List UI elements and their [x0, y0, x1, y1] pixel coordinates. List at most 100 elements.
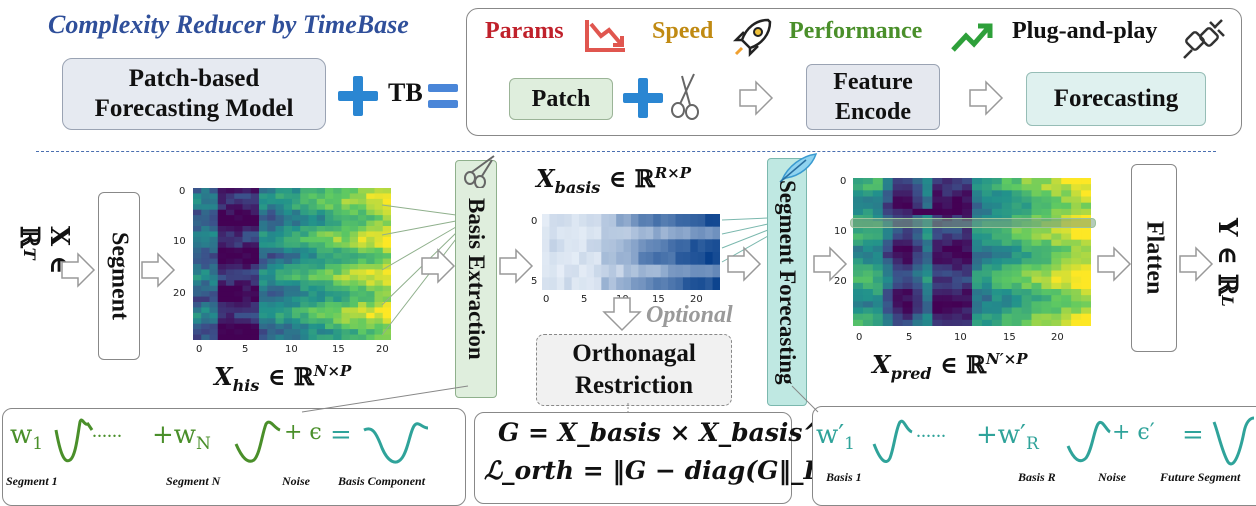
- heatmap-cell: [1061, 295, 1072, 302]
- heatmap-cell: [1011, 208, 1023, 216]
- heatmap-cell: [209, 264, 219, 270]
- heatmap-cell: [668, 252, 676, 266]
- heatmap-cell: [250, 307, 260, 314]
- heatmap-cell: [382, 193, 391, 200]
- heatmap-cell: [349, 236, 359, 243]
- heatmap-cell: [226, 285, 235, 292]
- heatmap-cell: [201, 285, 210, 292]
- heatmap-cell: [872, 190, 884, 197]
- heatmap-cell: [316, 334, 326, 340]
- heatmap-cell: [300, 285, 309, 292]
- heatmap-cell: [862, 252, 874, 259]
- heatmap-cell: [952, 295, 963, 302]
- heatmap-cell: [972, 264, 983, 271]
- heatmap-cell: [292, 329, 301, 336]
- his-xtick-4: 20: [376, 344, 389, 355]
- heatmap-cell: [283, 258, 293, 265]
- heatmap-cell: [697, 252, 706, 266]
- heatmap-cell: [366, 215, 375, 222]
- heatmap-cell: [556, 252, 565, 266]
- heatmap-cell: [308, 264, 318, 270]
- heatmap-cell: [275, 296, 285, 303]
- arrow-icon-1: [61, 252, 96, 288]
- heatmap-cell: [217, 334, 227, 340]
- heatmap-cell: [1001, 301, 1013, 308]
- heatmap-cell: [358, 307, 367, 314]
- x-pred-heatmap: [853, 178, 1091, 326]
- heatmap-cell: [1011, 227, 1023, 234]
- equals-left: =: [330, 420, 352, 450]
- heatmap-cell: [193, 307, 202, 314]
- heatmap-cell: [201, 264, 210, 270]
- heatmap-cell: [1051, 301, 1062, 308]
- caption-noise-right: Noise: [1098, 470, 1126, 484]
- heatmap-cell: [638, 252, 647, 266]
- heatmap-cell: [902, 208, 913, 216]
- heatmap-cell: [872, 184, 884, 191]
- heatmap-cell: [234, 253, 243, 260]
- heatmap-cell: [942, 245, 953, 253]
- heatmap-cell: [922, 282, 933, 290]
- heatmap-cell: [962, 208, 973, 216]
- heatmap-cell: [872, 276, 884, 284]
- heatmap-cell: [1081, 184, 1091, 191]
- heatmap-cell: [1041, 276, 1052, 284]
- heatmap-cell: [853, 227, 864, 234]
- heatmap-cell: [193, 231, 202, 238]
- heatmap-cell: [316, 318, 326, 325]
- heatmap-cell: [623, 226, 632, 240]
- future-segment-curve: [1212, 416, 1255, 466]
- heatmap-cell: [1061, 289, 1072, 296]
- heatmap-cell: [234, 264, 243, 270]
- heatmap-cell: [358, 226, 367, 232]
- heatmap-cell: [1081, 276, 1091, 284]
- heatmap-cell: [382, 285, 391, 292]
- heatmap-cell: [217, 198, 227, 205]
- heatmap-cell: [325, 220, 334, 227]
- heatmap-cell: [853, 319, 864, 326]
- heatmap-cell: [690, 214, 699, 228]
- tb-label: TB: [388, 78, 423, 107]
- heatmap-cell: [242, 269, 252, 276]
- heatmap-cell: [358, 280, 367, 287]
- heatmap-cell: [972, 301, 983, 308]
- heatmap-cell: [366, 209, 375, 216]
- heatmap-cell: [902, 245, 913, 253]
- heatmap-cell: [1021, 190, 1032, 197]
- optional-label: Optional: [646, 302, 733, 328]
- heatmap-cell: [209, 188, 219, 194]
- heatmap-cell: [374, 323, 384, 330]
- heatmap-cell: [991, 202, 1003, 210]
- heatmap-cell: [1071, 252, 1082, 259]
- heatmap-cell: [382, 226, 391, 232]
- heatmap-cell: [358, 274, 367, 281]
- heatmap-cell: [892, 282, 904, 290]
- heatmap-cell: [267, 264, 276, 270]
- heatmap-cell: [358, 323, 367, 330]
- heatmap-cell: [564, 214, 573, 228]
- heatmap-cell: [358, 231, 367, 238]
- heatmap-cell: [1061, 208, 1072, 216]
- heatmap-cell: [201, 329, 210, 336]
- heatmap-cell: [275, 285, 285, 292]
- segment-forecast-panel: [812, 406, 1256, 506]
- heatmap-cell: [267, 318, 276, 325]
- heatmap-cell: [259, 236, 268, 243]
- heatmap-cell: [358, 247, 367, 254]
- heatmap-cell: [631, 226, 639, 240]
- heatmap-cell: [382, 220, 391, 227]
- heatmap-cell: [333, 274, 342, 281]
- heatmap-cell: [267, 323, 276, 330]
- heatmap-cell: [358, 291, 367, 298]
- heatmap-cell: [1061, 239, 1072, 247]
- heatmap-cell: [892, 184, 904, 191]
- heatmap-cell: [349, 296, 359, 303]
- heatmap-cell: [862, 270, 874, 278]
- heatmap-cell: [892, 295, 904, 302]
- heatmap-cell: [912, 319, 923, 326]
- heatmap-cell: [358, 188, 367, 194]
- heatmap-cell: [349, 215, 359, 222]
- x-his-heatmap: [193, 188, 391, 340]
- heatmap-cell: [209, 307, 219, 314]
- heatmap-cell: [382, 253, 391, 260]
